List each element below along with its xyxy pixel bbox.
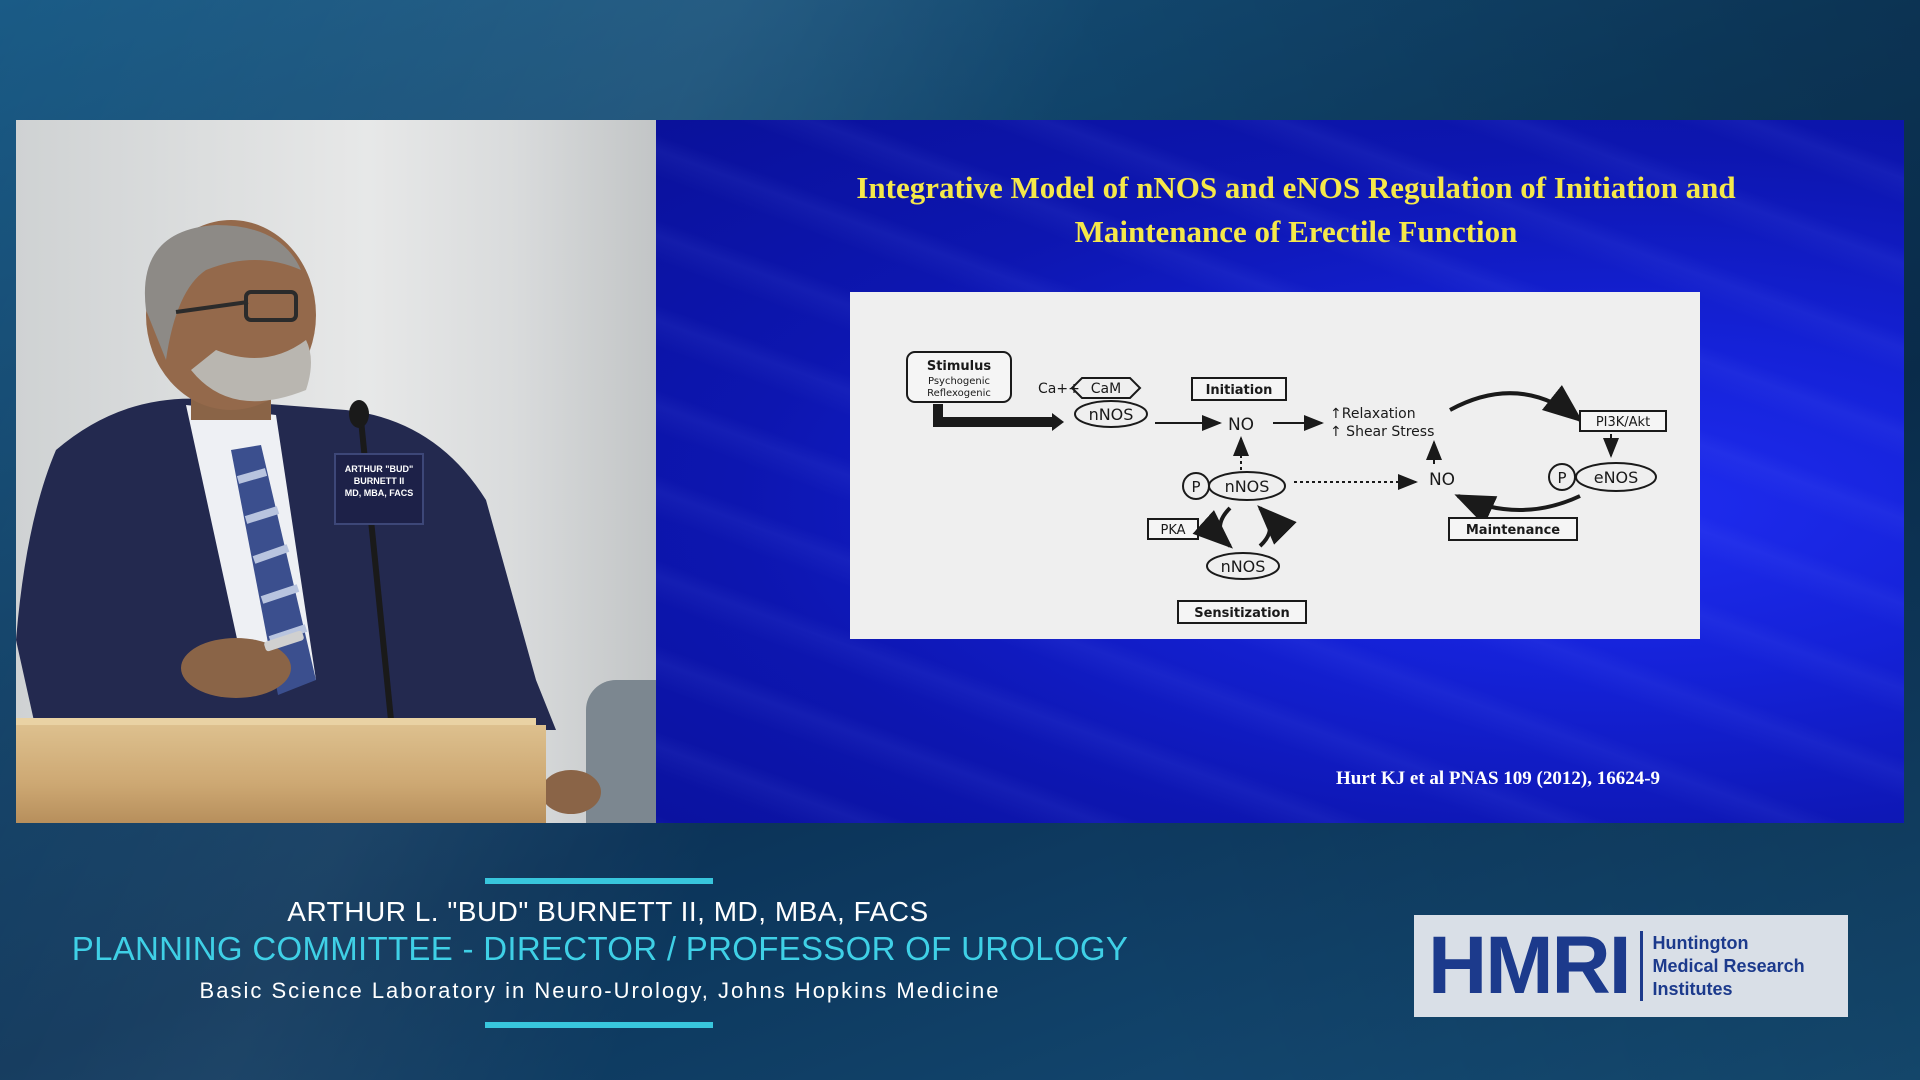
stimulus-arrow bbox=[933, 404, 1055, 427]
nnos-label-top: nNOS bbox=[1089, 405, 1134, 424]
sensitization-box bbox=[1177, 600, 1307, 624]
ca-label: Ca++ bbox=[1038, 381, 1080, 397]
pathway-diagram: Stimulus Psychogenic Reflexogenic Ca++ C… bbox=[850, 292, 1700, 639]
slide-title-line-2: Maintenance of Erectile Function bbox=[1074, 214, 1518, 249]
hmri-logo: HMRI Huntington Medical Research Institu… bbox=[1414, 915, 1848, 1017]
podium-top bbox=[16, 718, 536, 728]
psychogenic-label: Psychogenic bbox=[928, 376, 990, 387]
stimulus-label: Stimulus bbox=[927, 359, 992, 374]
hmri-logo-text: Huntington Medical Research Institutes bbox=[1653, 932, 1805, 1001]
name-badge: ARTHUR "BUD" BURNETT II MD, MBA, FACS bbox=[334, 453, 424, 525]
pka-label: PKA bbox=[1160, 523, 1185, 538]
pi3k-label: PI3K/Akt bbox=[1596, 415, 1650, 430]
speaker-name: ARTHUR L. "BUD" BURNETT II, MD, MBA, FAC… bbox=[287, 896, 929, 927]
podium bbox=[16, 725, 546, 823]
initiation-box bbox=[1191, 377, 1287, 401]
badge-line-1: ARTHUR "BUD" bbox=[344, 464, 414, 474]
reflexogenic-label: Reflexogenic bbox=[927, 388, 991, 399]
sensitization-label: Sensitization bbox=[1194, 606, 1290, 621]
shear-stress-label: ↑ Shear Stress bbox=[1330, 424, 1434, 440]
slide-title-line-1: Integrative Model of nNOS and eNOS Regul… bbox=[856, 170, 1736, 205]
lower-third-bottom-bar bbox=[485, 1022, 713, 1028]
slide-title: Integrative Model of nNOS and eNOS Regul… bbox=[716, 166, 1876, 254]
cam-label: CaM bbox=[1091, 381, 1121, 397]
p-label-nnos: P bbox=[1191, 478, 1200, 496]
pathway-diagram-svg: Stimulus Psychogenic Reflexogenic Ca++ C… bbox=[906, 351, 1667, 624]
pi3k-box bbox=[1579, 410, 1667, 432]
hmri-logo-line-1: Huntington bbox=[1652, 932, 1749, 953]
lower-third-top-bar bbox=[485, 878, 713, 884]
enos-ellipse bbox=[1575, 462, 1657, 492]
badge-line-3: MD, MBA, FACS bbox=[344, 488, 414, 498]
presentation-slide: Integrative Model of nNOS and eNOS Regul… bbox=[656, 120, 1904, 823]
cam-hexagon bbox=[1070, 377, 1142, 399]
nnos-ellipse-bottom bbox=[1206, 552, 1280, 580]
speaker-affiliation: Basic Science Laboratory in Neuro-Urolog… bbox=[199, 978, 1001, 1003]
no-label-maintenance: NO bbox=[1429, 470, 1455, 490]
maintenance-label: Maintenance bbox=[1466, 523, 1560, 538]
hmri-logo-line-2: Medical Research bbox=[1652, 955, 1805, 976]
speaker-video: ARTHUR "BUD" BURNETT II MD, MBA, FACS bbox=[16, 120, 656, 823]
initiation-label: Initiation bbox=[1206, 383, 1273, 398]
p-label-enos: P bbox=[1557, 469, 1566, 487]
stimulus-box bbox=[906, 351, 1012, 403]
speaker-role: PLANNING COMMITTEE - DIRECTOR / PROFESSO… bbox=[71, 930, 1129, 967]
hmri-logo-divider bbox=[1639, 931, 1643, 1001]
nnos-label-mid: nNOS bbox=[1225, 477, 1270, 496]
nnos-ellipse-mid bbox=[1208, 471, 1286, 501]
enos-label: eNOS bbox=[1594, 468, 1639, 487]
nnos-ellipse-top bbox=[1074, 400, 1148, 428]
badge-line-2: BURNETT II bbox=[353, 476, 405, 486]
hmri-logo-line-3: Institutes bbox=[1652, 978, 1733, 999]
maintenance-box bbox=[1448, 517, 1578, 541]
relaxation-label: ↑Relaxation bbox=[1330, 406, 1416, 422]
nnos-label-bottom: nNOS bbox=[1221, 557, 1266, 576]
slide-citation: Hurt KJ et al PNAS 109 (2012), 16624-9 bbox=[1336, 768, 1661, 789]
no-label-initiation: NO bbox=[1228, 415, 1254, 435]
hmri-logo-mark: HMRI bbox=[1428, 920, 1632, 1011]
